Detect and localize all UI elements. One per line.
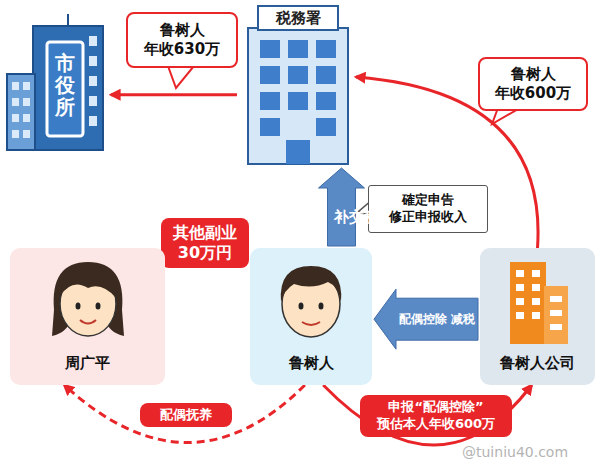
node-text: 市役所 [55,52,75,118]
tax-office-building [240,4,356,166]
node-text: 鲁树人 [289,354,334,373]
dashed-flow-arrow [64,385,305,443]
company-box: 鲁树人公司 [480,248,595,385]
callout-tail [168,66,194,88]
node-text: 鲁树人 年收630万 [134,21,230,59]
node-text: 周广平 [65,354,110,373]
edge-label: 补交税 [334,209,349,226]
edge-label: 配偶控除 减税 [399,312,475,326]
city-hall: 市役所 [3,12,108,152]
node-text: 鲁树人 年收600万 [486,65,580,103]
node-text: 其他副业 30万円 [166,223,244,263]
person-box: 周广平 [10,248,165,385]
tax-office: 税務署 [240,4,356,166]
income-callout: 鲁树人 年收600万 [478,57,588,111]
edge-label: 申报“配偶控除” 预估本人年收600万 [360,395,512,437]
flow-arrow [323,385,532,445]
block-arrow [374,289,478,349]
flow-arrow [111,93,237,96]
watermark: @tuiniu40.com [462,444,568,460]
node-text: 税務署 [276,9,321,28]
income-callout: 鲁树人 年收630万 [126,12,238,68]
node-text: 確定申告 修正申报收入 [374,192,482,226]
side-income-box: 其他副业 30万円 [161,218,249,268]
note-callout: 確定申告 修正申报收入 [368,185,488,233]
edge-label: 配偶抚养 [140,403,232,428]
node-text: 鲁树人公司 [500,354,575,373]
block-arrow [319,168,365,246]
person-box: 鲁树人 [250,248,372,385]
